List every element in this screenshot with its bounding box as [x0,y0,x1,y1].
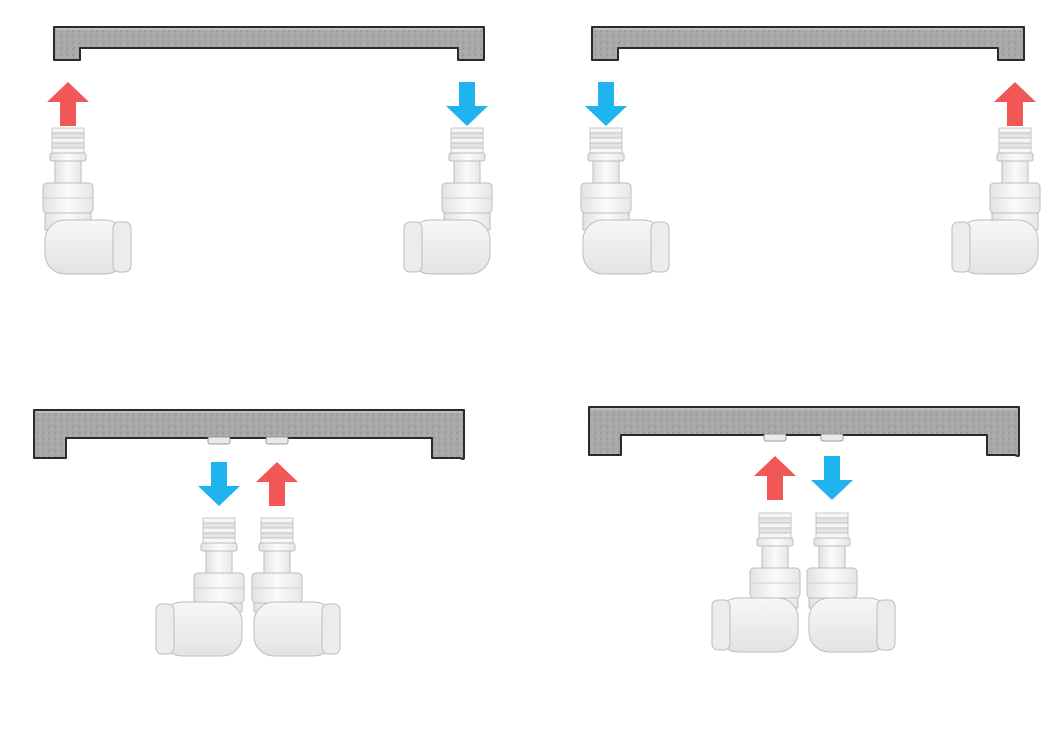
radiator-body [591,26,1025,61]
elbow-valve [806,512,896,653]
thread-ring [589,142,623,149]
elbow-valve [42,127,132,275]
thread-ring [815,522,849,529]
elbow-valve [951,127,1041,275]
thread-ring [51,132,85,139]
thread-ring [260,537,294,544]
elbow-valve [155,517,245,657]
valve-neck [453,160,481,184]
valve-neck [54,160,82,184]
thread-ring [758,522,792,529]
radiator [33,409,465,460]
valve-neck [818,545,846,569]
thread-ring [815,512,849,519]
flow-out-arrow [47,82,89,126]
valve-collar [813,537,851,547]
flow-in-arrow [811,456,853,500]
valve-collar [996,152,1034,162]
valve-collar [448,152,486,162]
thread-ring [998,142,1032,149]
valve-outlet-cap [711,599,731,651]
thread-ring [815,532,849,539]
thread-ring [51,147,85,154]
thread-ring [260,517,294,524]
valve-neck [205,550,233,574]
panel-bottom-connection-left-out-right-in [588,406,1020,653]
valve-outlet-cap [876,599,896,651]
valve-neck [592,160,620,184]
thread-ring [202,527,236,534]
thread-ring [998,132,1032,139]
thread-ring [51,142,85,149]
flow-in-arrow [585,82,627,126]
valve-outlet-cap [112,221,132,273]
valve-collar [258,542,296,552]
valve-outlet-cap [321,603,341,655]
thread-ring [998,137,1032,144]
flow-in-arrow [198,462,240,506]
valve-collar [587,152,625,162]
flow-in-arrow [446,82,488,126]
thread-ring [450,137,484,144]
flow-out-arrow [754,456,796,500]
radiator [588,406,1020,457]
radiator-body [53,26,485,61]
thread-ring [589,132,623,139]
thread-ring [758,512,792,519]
radiator [53,26,485,61]
elbow-valve [580,127,670,275]
thread-ring [260,532,294,539]
thread-ring [202,517,236,524]
elbow-valve [711,512,801,653]
thread-ring [998,127,1032,134]
thread-ring [758,527,792,534]
thread-ring [815,517,849,524]
radiator [591,26,1025,61]
thread-ring [51,127,85,134]
flow-out-arrow [994,82,1036,126]
thread-ring [815,527,849,534]
thread-ring [589,127,623,134]
thread-ring [589,147,623,154]
panel-side-connection-left-in-right-out [580,26,1041,275]
valve-collar [756,537,794,547]
radiator-port [763,433,787,442]
thread-ring [450,142,484,149]
valve-outlet-cap [403,221,423,273]
valve-collar [49,152,87,162]
thread-ring [998,147,1032,154]
valve-outlet-cap [951,221,971,273]
valve-neck [761,545,789,569]
radiator-port [207,436,231,445]
valve-neck [1001,160,1029,184]
elbow-valve [403,127,493,275]
radiator-port [820,433,844,442]
elbow-valve [251,517,341,657]
thread-ring [589,137,623,144]
flow-out-arrow [256,462,298,506]
radiator-port [265,436,289,445]
thread-ring [260,527,294,534]
thread-ring [758,532,792,539]
valve-neck [263,550,291,574]
radiator-body [33,409,465,460]
radiator-body [588,406,1020,457]
panel-side-connection-left-out-right-in [42,26,493,275]
valve-outlet-cap [650,221,670,273]
thread-ring [450,147,484,154]
thread-ring [260,522,294,529]
thread-ring [450,127,484,134]
thread-ring [202,532,236,539]
thread-ring [450,132,484,139]
valve-outlet-cap [155,603,175,655]
panel-bottom-connection-left-in-right-out [33,409,465,657]
thread-ring [758,517,792,524]
valve-collar [200,542,238,552]
thread-ring [51,137,85,144]
thread-ring [202,537,236,544]
thread-ring [202,522,236,529]
